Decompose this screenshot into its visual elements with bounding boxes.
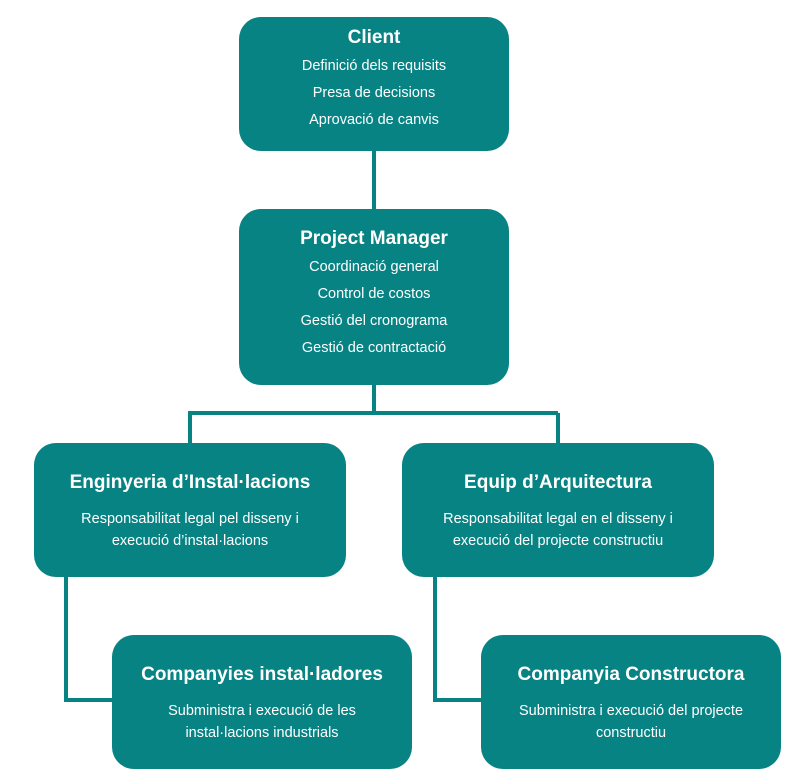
client-box: Client Definició dels requisits Presa de… bbox=[239, 17, 509, 151]
project-manager-item: Coordinació general bbox=[309, 259, 439, 275]
client-item: Aprovació de canvis bbox=[309, 112, 439, 128]
installers-desc: Subministra i execució de les bbox=[168, 703, 356, 719]
project-manager-item: Gestió del cronograma bbox=[300, 313, 448, 329]
installers-title: Companyies instal·ladores bbox=[141, 664, 383, 685]
architecture-desc: Responsabilitat legal en el disseny i bbox=[443, 511, 673, 527]
connector-architecture-constructor bbox=[433, 575, 483, 702]
client-item: Presa de decisions bbox=[312, 85, 436, 101]
architecture-title: Equip d’Arquitectura bbox=[464, 472, 652, 493]
project-manager-item: Control de costos bbox=[317, 286, 431, 302]
constructor-desc: constructiu bbox=[595, 725, 667, 741]
project-manager-box: Project Manager Coordinació general Cont… bbox=[239, 209, 509, 385]
client-title: Client bbox=[347, 27, 401, 48]
connector-engineering-installers bbox=[64, 575, 114, 702]
project-manager-title: Project Manager bbox=[300, 228, 448, 249]
client-item: Definició dels requisits bbox=[301, 58, 447, 74]
installers-desc: instal·lacions industrials bbox=[185, 725, 339, 741]
installers-box: Companyies instal·ladores Subministra i … bbox=[112, 635, 412, 769]
constructor-box: Companyia Constructora Subministra i exe… bbox=[481, 635, 781, 769]
architecture-desc: execució del projecte constructiu bbox=[452, 533, 664, 549]
project-manager-item: Gestió de contractació bbox=[301, 340, 447, 356]
engineering-title: Enginyeria d’Instal·lacions bbox=[69, 472, 311, 493]
engineering-desc: execució d’instal·lacions bbox=[111, 533, 269, 549]
engineering-box: Enginyeria d’Instal·lacions Responsabili… bbox=[34, 443, 346, 577]
architecture-box: Equip d’Arquitectura Responsabilitat leg… bbox=[402, 443, 714, 577]
constructor-title: Companyia Constructora bbox=[517, 664, 745, 685]
constructor-desc: Subministra i execució del projecte bbox=[518, 703, 744, 719]
engineering-desc: Responsabilitat legal pel disseny i bbox=[81, 511, 299, 527]
